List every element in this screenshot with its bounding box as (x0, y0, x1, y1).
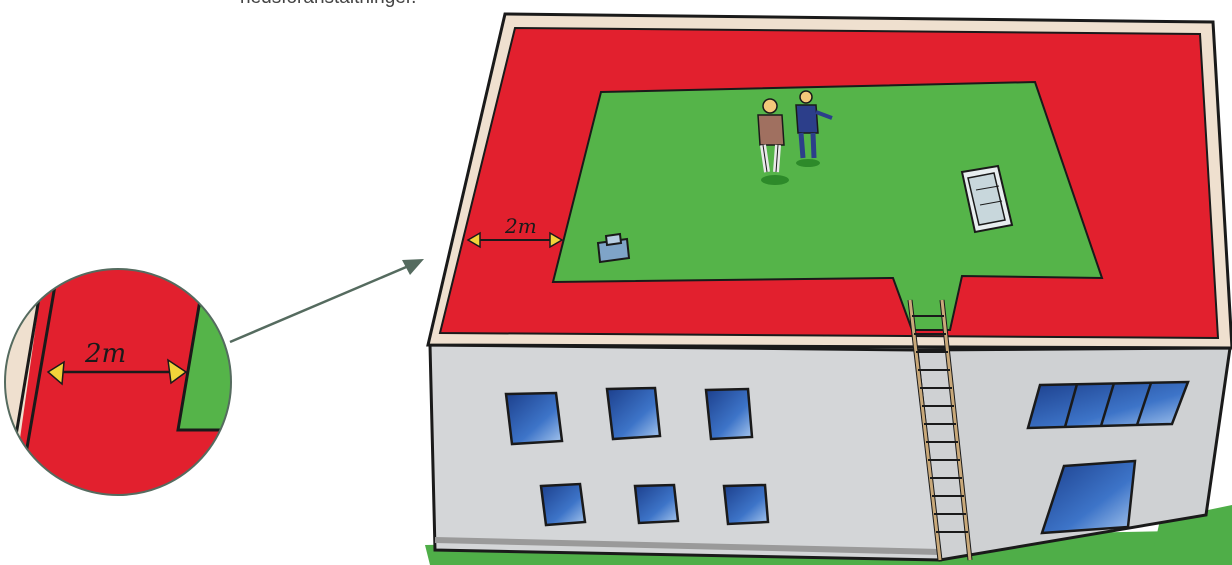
roof-distance-label: 2m (504, 214, 537, 238)
window-icon (633, 483, 680, 525)
roof-vent-icon (596, 232, 631, 264)
skylight-icon (960, 164, 1014, 234)
window-icon (1040, 459, 1137, 535)
person-icon (757, 98, 789, 185)
window-icon (722, 483, 770, 526)
roof-distance-measure: 2m (466, 214, 564, 249)
zoom-pointer-arrow (229, 259, 424, 344)
ladder-icon (907, 299, 973, 561)
person-icon (795, 90, 833, 167)
windows-right-wall (1026, 380, 1190, 535)
roof-safe-zone (551, 80, 1104, 331)
windows-left-wall (504, 386, 770, 527)
window-icon (605, 386, 662, 441)
window-icon (504, 391, 564, 446)
window-icon (539, 482, 587, 527)
caption-text: nedsforanstaltninger. (240, 0, 416, 9)
window-icon (704, 387, 754, 441)
zoom-detail-circle: 2m (4, 268, 232, 496)
zoom-distance-label: 2m (84, 339, 126, 369)
